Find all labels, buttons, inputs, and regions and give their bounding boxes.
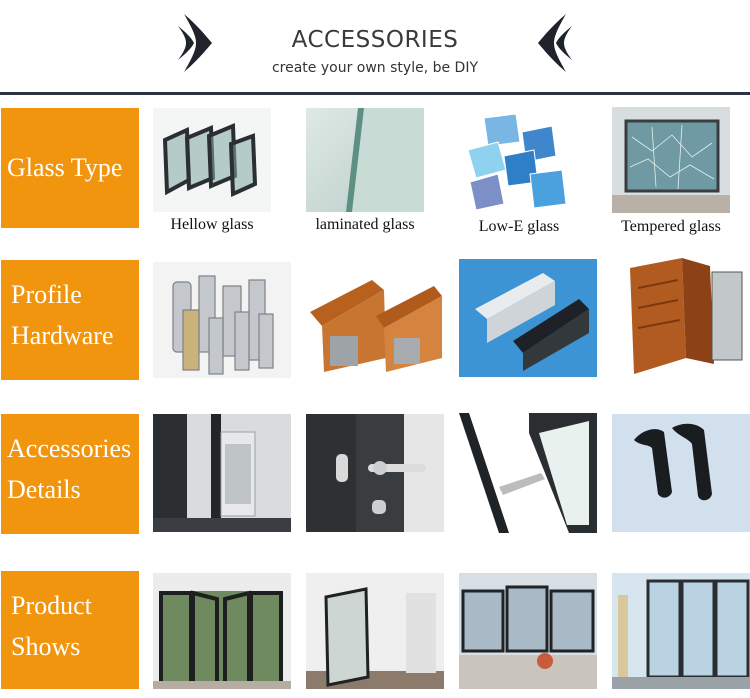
photo-hollow-glass [153,108,271,212]
label-profile-hardware-line1: Profile [11,280,82,309]
ornament-right-icon [538,14,572,72]
photo-aluminium-profiles-wood [306,262,444,378]
label-product-shows: Product Shows [1,571,139,689]
caption-tempered-glass: Tempered glass [621,218,721,235]
photo-window-stay [459,413,597,533]
photo-tempered-glass [612,107,730,213]
page-title: ACCESSORIES [291,27,459,53]
label-accessories-details: Accessories Details [1,414,139,534]
photo-wood-window-section [612,258,750,376]
label-accessories-details-line1: Accessories [7,434,132,463]
photo-door-hinge [153,414,291,532]
page-subtitle: create your own style, be DIY [271,60,479,76]
photo-laminated-glass [306,108,424,212]
photo-office-windows [459,573,597,689]
photo-aluminium-profiles-black [459,259,597,377]
caption-low-e-glass: Low-E glass [478,218,560,235]
label-glass-type: Glass Type [1,108,139,228]
photo-aluminium-profiles-silver [153,262,291,378]
photo-pivot-door [306,573,444,689]
photo-low-e-glass [460,112,578,212]
header-divider [0,92,750,95]
photo-door-handle [306,414,444,532]
caption-hellow-glass: Hellow glass [170,216,254,233]
label-product-shows-line1: Product [11,591,92,620]
label-product-shows-line2: Shows [11,632,81,662]
label-profile-hardware: Profile Hardware [1,260,139,380]
caption-laminated-glass: laminated glass [315,216,415,233]
photo-sliding-doors [612,573,750,689]
photo-folding-door [153,573,291,689]
label-glass-type-text: Glass Type [7,153,123,183]
ornament-left-icon [178,14,212,72]
header: ACCESSORIES create your own style, be DI… [0,0,750,90]
label-accessories-details-line2: Details [7,475,81,505]
label-profile-hardware-line2: Hardware [11,321,114,351]
photo-window-handles [612,414,750,532]
